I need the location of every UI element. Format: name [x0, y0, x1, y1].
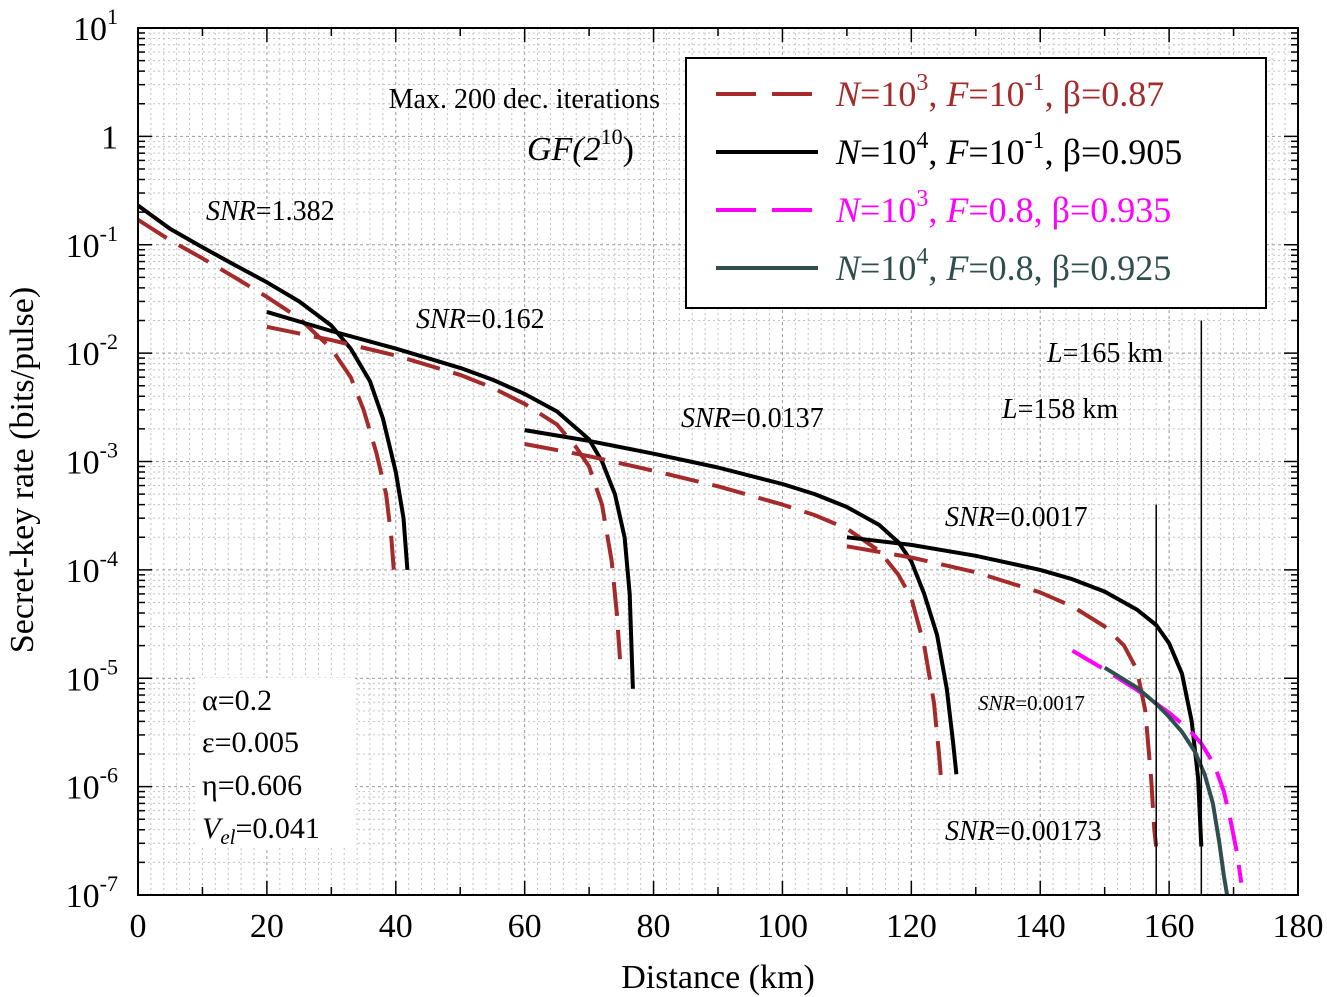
- distance-limit-158: L=158 km: [1001, 394, 1118, 425]
- snr-label-3: SNR=0.0137: [681, 403, 824, 434]
- axis-ticks: [137, 27, 1299, 896]
- snr-label-4: SNR=0.0017: [945, 502, 1088, 533]
- series-line-1: [136, 218, 396, 571]
- x-tick-label: 60: [508, 908, 542, 945]
- x-tick-label: 140: [1015, 908, 1066, 945]
- legend-label: N=104, F=0.8, β=0.925: [835, 244, 1171, 288]
- y-tick-label: 10-2: [66, 329, 118, 373]
- legend-label: N=104, F=10-1, β=0.905: [835, 128, 1182, 172]
- series-layer: [136, 203, 1244, 896]
- legend-label: N=103, F=10-1, β=0.87: [835, 70, 1164, 114]
- legend-label: N=103, F=0.8, β=0.935: [835, 186, 1171, 230]
- galois-field-note: GF(210): [527, 124, 634, 168]
- snr-label-1: SNR=1.382: [206, 196, 335, 227]
- y-tick-labels: 101 1 10-1 10-2 10-3 10-4 10-5 10-6 10-7: [66, 4, 118, 915]
- x-axis-label: Distance (km): [621, 959, 815, 996]
- x-tick-label: 160: [1144, 908, 1195, 945]
- y-tick-label: 1: [101, 119, 118, 156]
- x-tick-label: 0: [130, 908, 147, 945]
- x-tick-label: 120: [886, 908, 937, 945]
- snr-label-6: SNR=0.00173: [945, 816, 1102, 847]
- x-tick-label: 20: [250, 908, 284, 945]
- param-alpha: α=0.2: [202, 684, 272, 717]
- y-tick-label: 10-3: [66, 438, 118, 482]
- y-tick-label: 101: [73, 4, 118, 48]
- param-epsilon: ε=0.005: [202, 726, 299, 759]
- y-tick-label: 10-7: [66, 871, 118, 915]
- param-eta: η=0.606: [202, 769, 302, 802]
- distance-limit-165: L=165 km: [1046, 338, 1163, 369]
- series-line-6: [524, 428, 959, 775]
- x-tick-label: 100: [757, 908, 808, 945]
- y-tick-label: 10-6: [66, 763, 118, 807]
- x-tick-label: 80: [637, 908, 671, 945]
- series-line-3: [266, 324, 622, 660]
- x-tick-label: 40: [379, 908, 413, 945]
- y-tick-label: 10-1: [66, 221, 118, 265]
- y-tick-label: 10-4: [66, 546, 118, 590]
- x-tick-labels: 0 20 40 60 80 100 120 140 160 180: [130, 908, 1324, 945]
- param-vel: Vel=0.041: [202, 812, 320, 849]
- legend: N=103, F=10-1, β=0.87N=104, F=10-1, β=0.…: [685, 57, 1267, 309]
- series-line-7: [846, 544, 1159, 847]
- snr-label-5: SNR=0.0017: [978, 691, 1085, 715]
- max-iterations-note: Max. 200 dec. iterations: [389, 84, 660, 115]
- distance-limit-lines: [1155, 320, 1203, 895]
- y-axis-label: Secret-key rate (bits/pulse): [4, 287, 41, 653]
- snr-label-2: SNR=0.162: [416, 304, 545, 335]
- series-line-2: [136, 203, 410, 571]
- series-line-4: [266, 309, 635, 689]
- y-tick-label: 10-5: [66, 654, 118, 698]
- parameter-box: α=0.2 ε=0.005 η=0.606 Vel=0.041: [195, 678, 355, 849]
- x-tick-label: 180: [1273, 908, 1324, 945]
- series-line-10: [1103, 665, 1230, 896]
- series-line-8: [846, 535, 1204, 847]
